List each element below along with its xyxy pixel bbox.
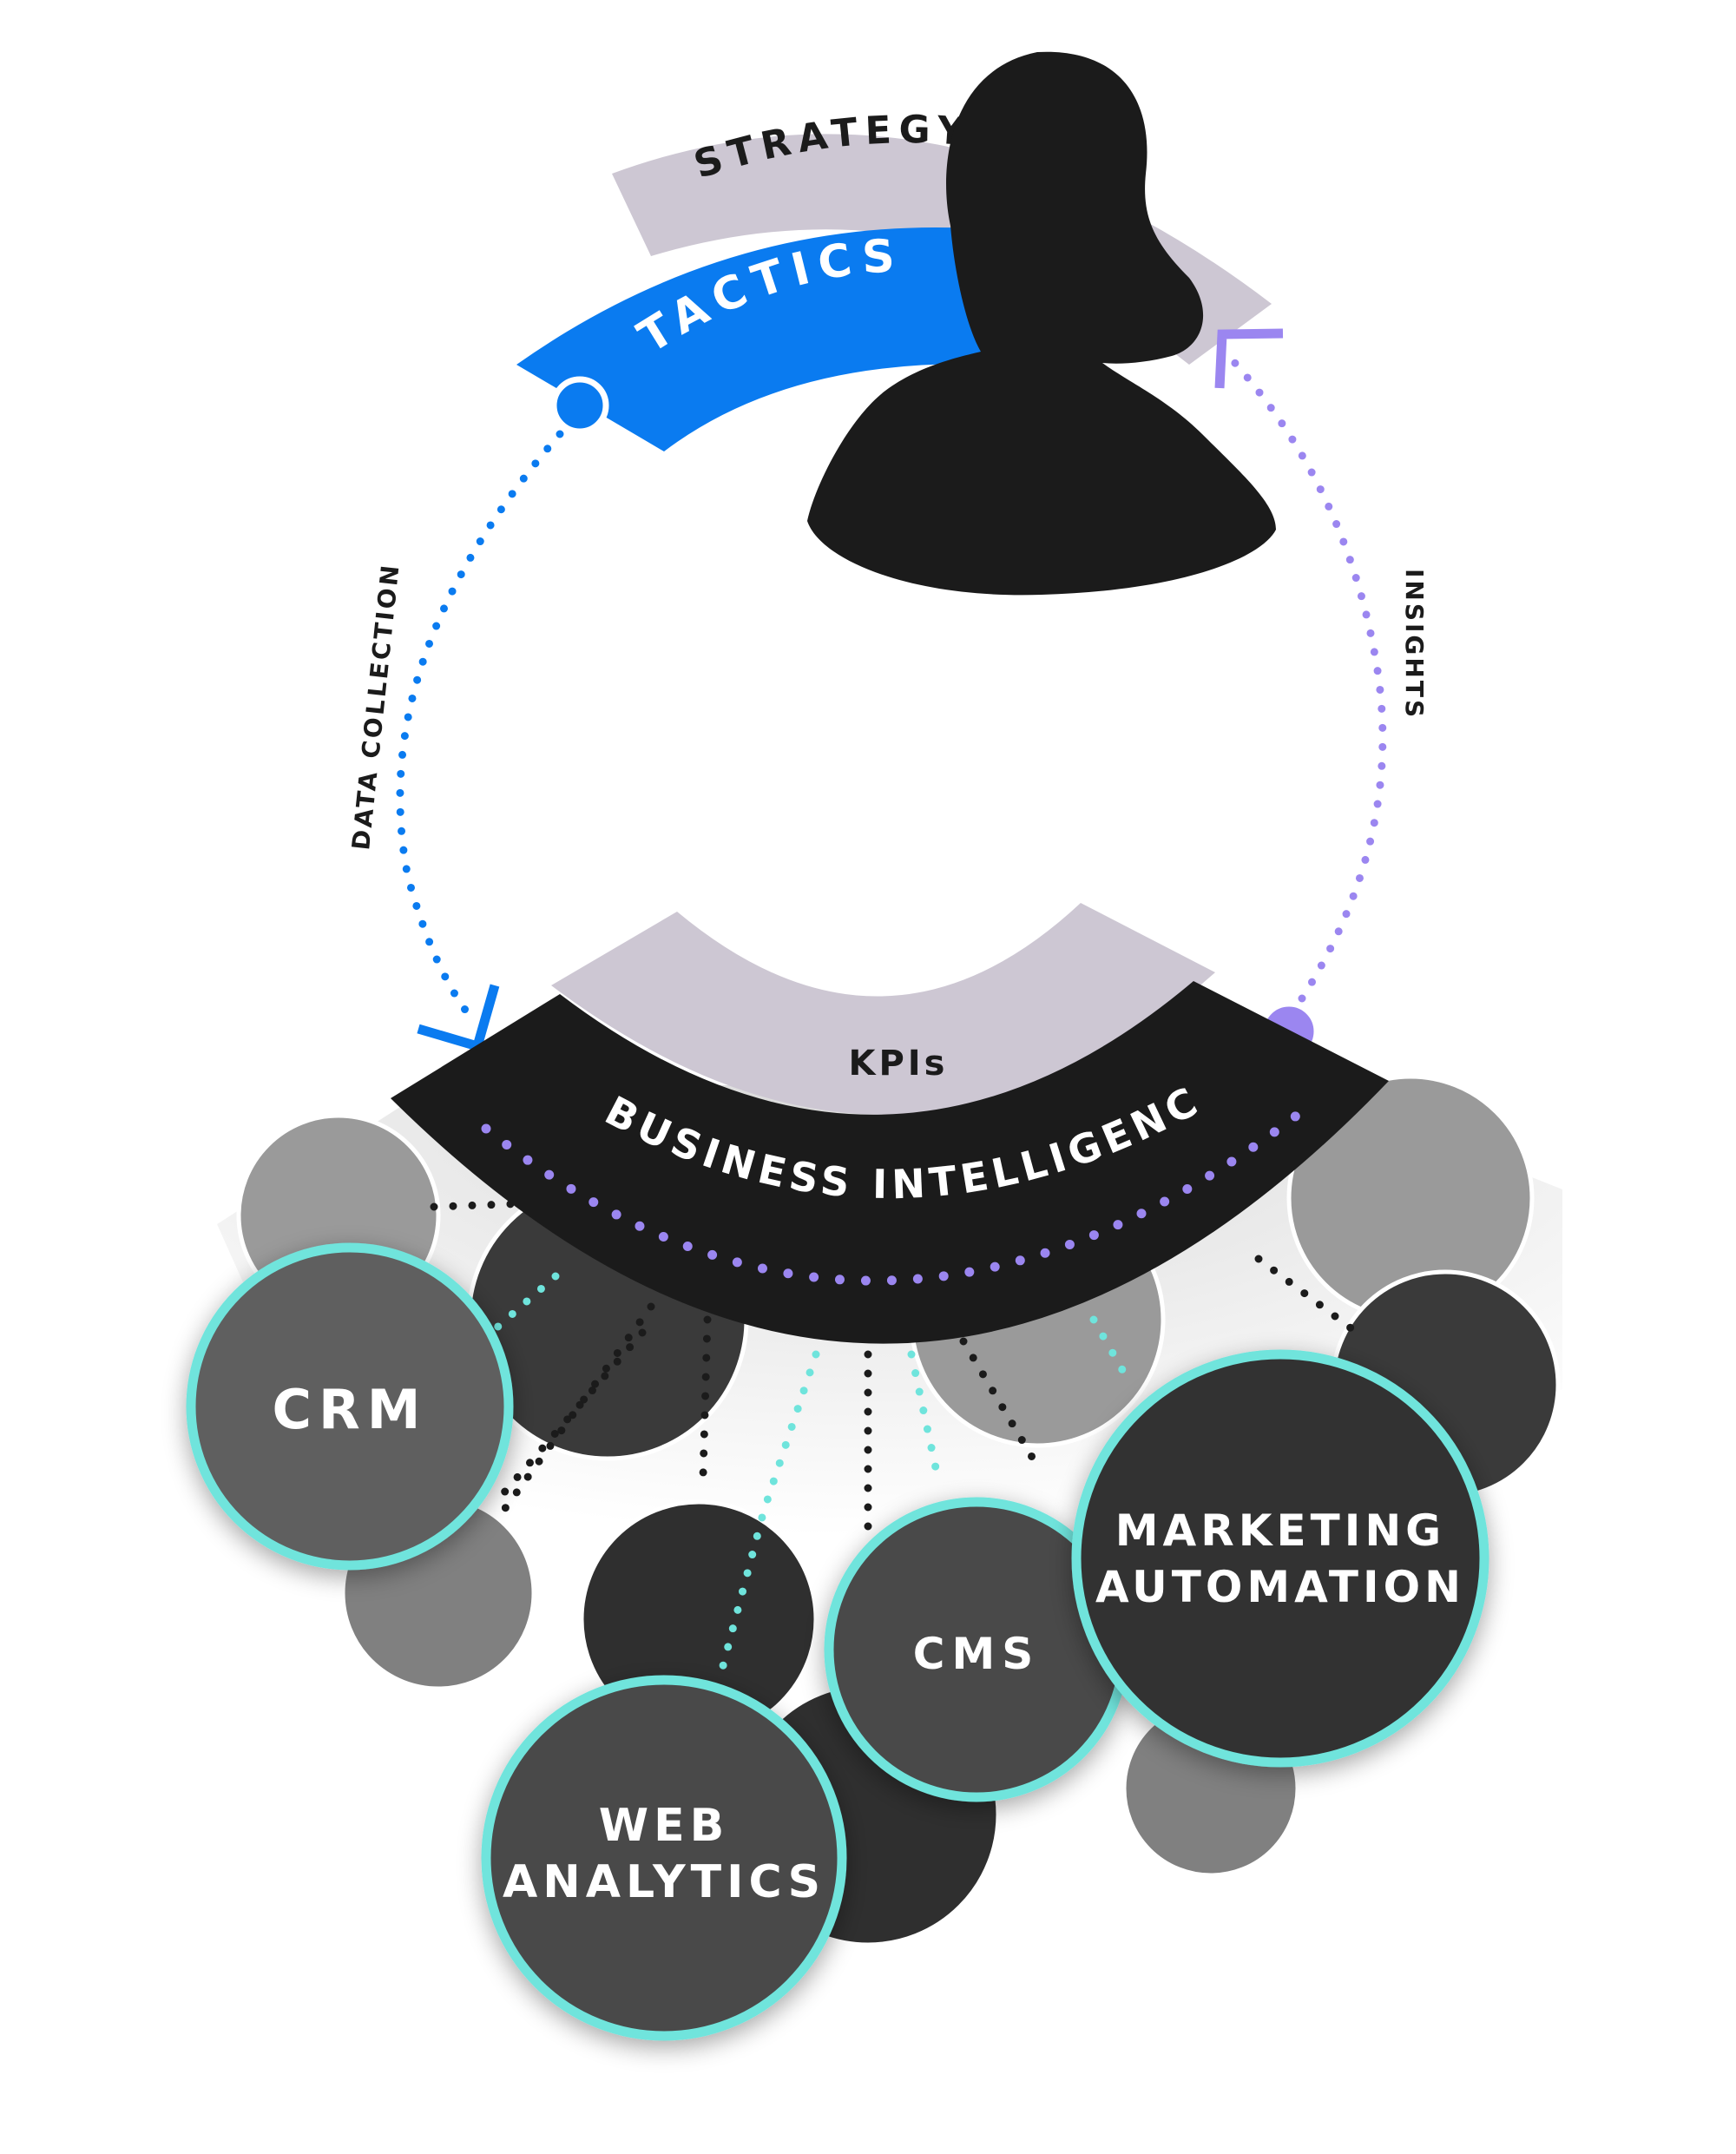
marketing-automation-label-line2: AUTOMATION — [1095, 1562, 1465, 1612]
kpis-label: KPIs — [848, 1044, 948, 1084]
insights-flow — [1228, 356, 1387, 1003]
tactics-arc — [516, 227, 998, 451]
person-silhouette-icon — [807, 51, 1276, 596]
crm-circle[interactable]: CRM — [186, 1242, 514, 1571]
data-collection-label: DATA COLLECTION — [346, 562, 405, 852]
business-intelligence-arc — [391, 981, 1389, 1344]
web-analytics-circle[interactable]: WEB ANALYTICS — [481, 1675, 847, 2041]
insights-arrowhead — [1214, 328, 1284, 389]
bi-to-tools-connectors — [430, 1198, 1367, 1680]
web-analytics-label-line2: ANALYTICS — [503, 1856, 825, 1908]
tactics-node — [550, 376, 609, 435]
cms-label: CMS — [913, 1629, 1040, 1679]
insights-label: INSIGHTS — [1400, 569, 1429, 720]
marketing-automation-circle[interactable]: MARKETING AUTOMATION — [1071, 1349, 1489, 1768]
kpis-arc — [551, 903, 1215, 1115]
web-analytics-label-line1: WEB — [599, 1800, 730, 1852]
marketing-automation-label-line1: MARKETING — [1115, 1505, 1445, 1556]
crm-label: CRM — [273, 1378, 428, 1441]
data-collection-flow — [396, 430, 564, 1024]
